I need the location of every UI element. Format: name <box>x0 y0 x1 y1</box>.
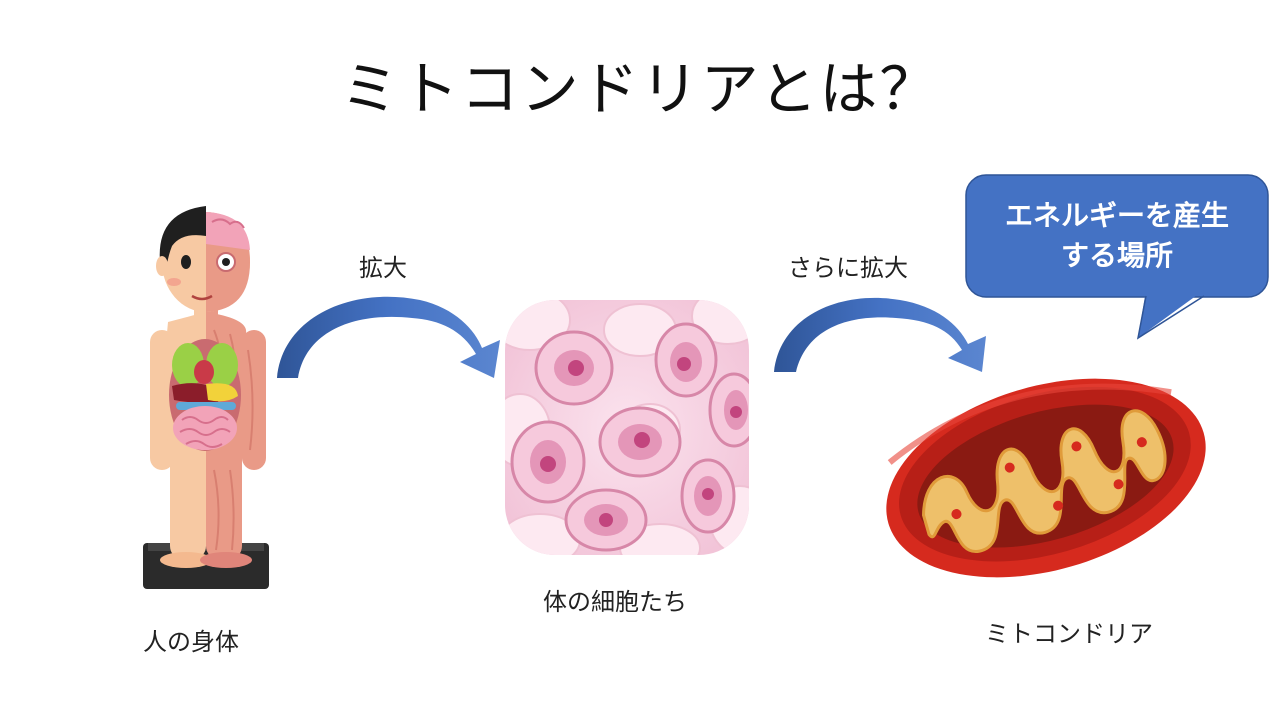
mitochondria-illustration <box>886 378 1206 578</box>
body-label: 人の身体 <box>143 628 239 656</box>
slide-title: ミトコンドリアとは？ <box>340 55 940 123</box>
zoom-label-2: さらに拡大 <box>788 254 908 282</box>
human-body-illustration <box>143 206 269 589</box>
callout-text: エネルギーを産生 する場所 <box>966 196 1268 276</box>
zoom-label-1: 拡大 <box>359 254 407 282</box>
cells-label: 体の細胞たち <box>543 588 687 616</box>
zoom-arrow-1 <box>277 296 500 378</box>
callout-bubble <box>965 174 1269 340</box>
callout-line-1: エネルギーを産生 <box>1004 199 1229 232</box>
cells-illustration <box>505 300 749 555</box>
zoom-arrow-2 <box>774 297 986 372</box>
callout-line-2: する場所 <box>1060 239 1173 272</box>
mitochondria-label: ミトコンドリア <box>985 620 1153 648</box>
